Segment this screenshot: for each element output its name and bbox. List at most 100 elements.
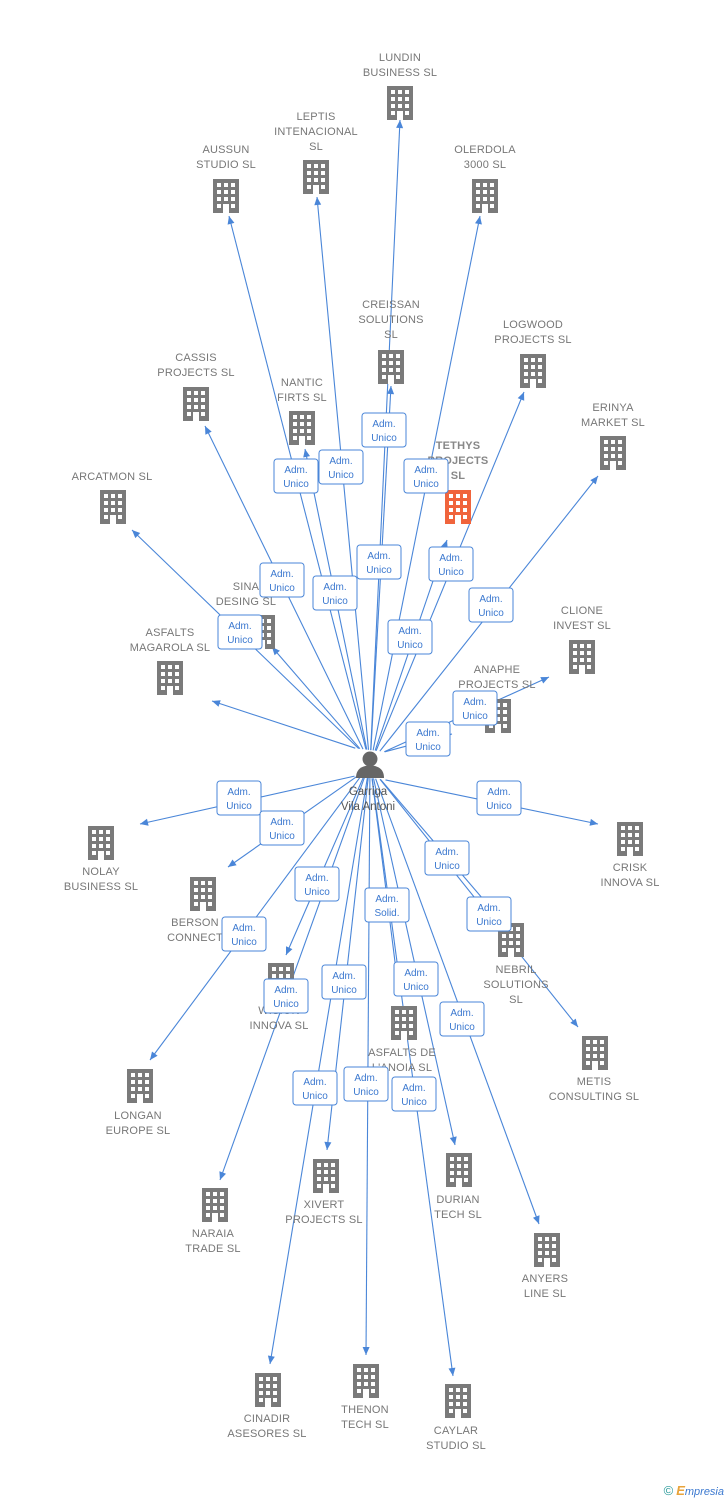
role-badge-box: [356, 544, 402, 580]
role-badge[interactable]: Adm.Unico: [216, 780, 262, 816]
company-label-line: PROJECTS SL: [285, 1214, 362, 1226]
role-badge[interactable]: Adm.Unico: [217, 614, 263, 650]
role-badge-text: Unico: [476, 917, 502, 928]
role-badge[interactable]: Adm.Unico: [424, 840, 470, 876]
building-icon: [289, 411, 315, 445]
role-badge-box: [263, 978, 309, 1014]
role-badge[interactable]: Adm.Unico: [391, 1076, 437, 1112]
role-badge[interactable]: Adm.Unico: [318, 449, 364, 485]
role-badge-text: Adm.: [402, 1083, 425, 1094]
role-badge[interactable]: Adm.Unico: [273, 458, 319, 494]
role-badge[interactable]: Adm.Unico: [361, 412, 407, 448]
role-badge[interactable]: Adm.Unico: [292, 1070, 338, 1106]
edge-arrow-berson: [228, 859, 237, 867]
company-label-line: LONGAN: [114, 1110, 162, 1122]
building-icon: [445, 490, 471, 524]
building-icon: [520, 354, 546, 388]
company-label-line: MAGAROLA SL: [130, 642, 210, 654]
building-icon: [387, 86, 413, 120]
company-label-line: THENON: [341, 1404, 389, 1416]
role-badge[interactable]: Adm.Unico: [403, 458, 449, 494]
role-badge[interactable]: Adm.Unico: [428, 546, 474, 582]
role-badge[interactable]: Adm.Unico: [343, 1066, 389, 1102]
role-badge[interactable]: Adm.Solid.: [364, 887, 410, 923]
role-badge-text: Unico: [449, 1022, 475, 1033]
copyright-symbol: ©: [663, 1483, 674, 1498]
edge-asfalts-magarola: [211, 700, 356, 749]
role-badge[interactable]: Adm.Unico: [405, 721, 451, 757]
company-label-line: 3000 SL: [464, 159, 506, 171]
role-badge[interactable]: Adm.Unico: [259, 810, 305, 846]
company-label-line: CINADIR: [244, 1413, 291, 1425]
edge-arrow-erinya: [590, 476, 598, 485]
company-node-asfalts-anoia[interactable]: ASFALTS DEL'ANOIA SL: [368, 1006, 436, 1074]
company-label-line: STUDIO SL: [426, 1440, 486, 1452]
edge-arrow-nolay: [140, 818, 149, 826]
role-badge[interactable]: Adm.Unico: [387, 619, 433, 655]
company-label-line: TECH SL: [434, 1209, 482, 1221]
role-badge-text: Unico: [231, 937, 257, 948]
edge-arrow-arcatmon: [132, 530, 141, 539]
role-badge[interactable]: Adm.Unico: [452, 690, 498, 726]
role-badge[interactable]: Adm.Unico: [294, 866, 340, 902]
company-label-line: INTENACIONAL: [274, 126, 358, 138]
role-badge-text: Unico: [302, 1091, 328, 1102]
role-badge-text: Adm.: [416, 728, 439, 739]
company-label-line: SL: [451, 470, 466, 482]
role-badge[interactable]: Adm.Unico: [312, 575, 358, 611]
edge-arrow-caylar: [448, 1367, 456, 1376]
role-badge[interactable]: Adm.Unico: [466, 896, 512, 932]
role-badge-box: [361, 412, 407, 448]
center-person[interactable]: Garriga Vila Antoni: [341, 751, 395, 814]
role-badge-text: Adm.: [487, 787, 510, 798]
company-label-line: ANYERS: [522, 1273, 568, 1285]
building-icon: [391, 1006, 417, 1040]
edge-arrow-thenon: [362, 1347, 370, 1355]
role-badge[interactable]: Adm.Unico: [321, 964, 367, 1000]
role-badge[interactable]: Adm.Unico: [468, 587, 514, 623]
role-badge-text: Unico: [438, 567, 464, 578]
role-badge[interactable]: Adm.Unico: [263, 978, 309, 1014]
role-badge[interactable]: Adm.Unico: [393, 961, 439, 997]
building-icon: [255, 1373, 281, 1407]
role-badge[interactable]: Adm.Unico: [439, 1001, 485, 1037]
role-badge-text: Unico: [273, 999, 299, 1010]
role-badge[interactable]: Adm.Unico: [356, 544, 402, 580]
role-badge-text: Adm.: [305, 873, 328, 884]
role-badge[interactable]: Adm.Unico: [476, 780, 522, 816]
role-badge-box: [321, 964, 367, 1000]
role-badge[interactable]: Adm.Unico: [221, 916, 267, 952]
company-label-line: NOLAY: [82, 866, 120, 878]
role-badge-text: Unico: [478, 608, 504, 619]
role-badge[interactable]: Adm.Unico: [259, 562, 305, 598]
company-label-line: AUSSUN: [202, 144, 249, 156]
company-node-arcatmon[interactable]: ARCATMON SL: [72, 471, 153, 524]
